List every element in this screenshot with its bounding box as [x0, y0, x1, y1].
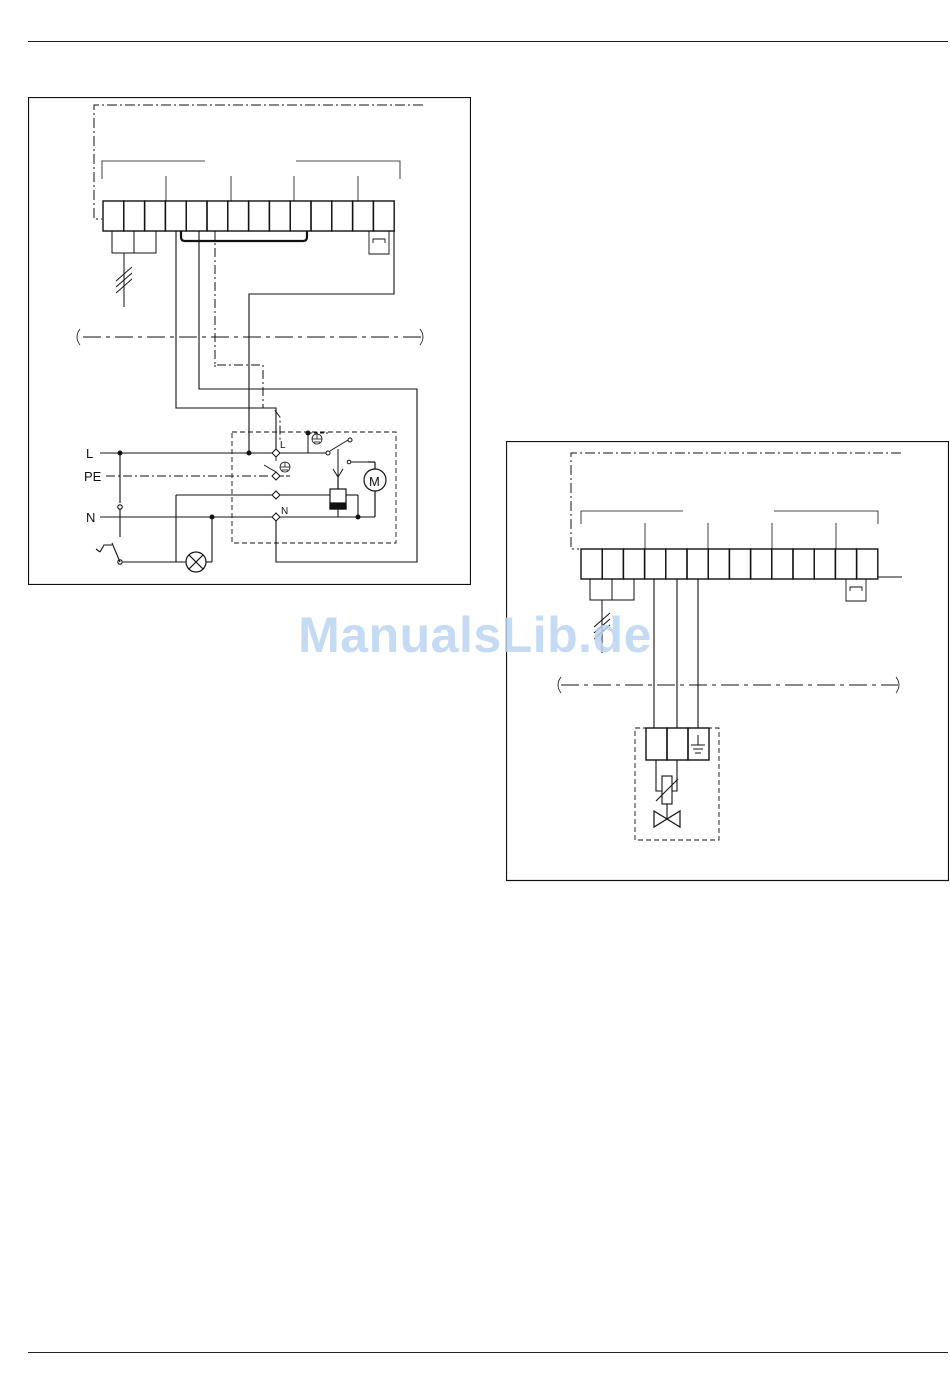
diamond-terminal — [272, 513, 280, 521]
watermark: ManualsLib.de — [0, 606, 950, 664]
terminal-cell — [269, 201, 290, 231]
terminal-cell — [645, 549, 666, 579]
diamond-terminal — [272, 491, 280, 499]
terminal-cell — [835, 549, 856, 579]
lamp-symbol — [186, 552, 206, 572]
terminal-cell — [124, 201, 145, 231]
valve-terminal-block — [646, 728, 709, 760]
motor — [364, 462, 386, 517]
terminal-cell — [311, 201, 332, 231]
plug-connector — [369, 231, 389, 254]
footer-rule — [28, 1352, 948, 1353]
valve-actuator — [654, 760, 680, 827]
diamond-terminal — [272, 449, 280, 457]
plug-connector — [846, 579, 866, 601]
terminal-cell — [332, 201, 353, 231]
earth-symbol — [691, 735, 705, 753]
terminal-cell — [165, 201, 186, 231]
motor-label: M — [369, 474, 380, 489]
terminal-cell — [857, 549, 878, 579]
terminal-cell — [228, 201, 249, 231]
terminal-cell — [290, 201, 311, 231]
line-label-PE: PE — [84, 469, 102, 484]
line-label-N: N — [86, 510, 95, 525]
terminal-cell — [751, 549, 772, 579]
terminal-cell — [373, 201, 394, 231]
pe-wiring — [215, 231, 280, 441]
lamp-circuit — [118, 495, 272, 564]
terminal-strip — [103, 201, 394, 231]
wiring — [176, 231, 417, 562]
terminal-cell — [708, 549, 729, 579]
module-label-L: L — [280, 440, 286, 451]
terminal-cell — [687, 549, 708, 579]
terminal-cell — [186, 201, 207, 231]
terminal-cell — [249, 201, 270, 231]
terminal-cell — [772, 549, 793, 579]
terminal-cell — [353, 201, 374, 231]
terminal-bridge — [181, 231, 307, 241]
terminal-cell — [207, 201, 228, 231]
cable-gland — [112, 231, 156, 307]
wiring-diagram-main: L PE N L — [28, 97, 471, 585]
terminal-group-brackets — [102, 161, 400, 201]
header-rule — [28, 41, 948, 42]
terminal-cell — [602, 549, 623, 579]
relay-coil — [330, 477, 346, 509]
terminal-strip — [581, 549, 878, 579]
line-label-L: L — [86, 446, 93, 461]
terminal-cell — [793, 549, 814, 579]
terminal-cell — [145, 201, 166, 231]
terminal-cell — [103, 201, 124, 231]
terminal-cell — [729, 549, 750, 579]
l-conductor — [100, 451, 274, 509]
terminal-cell — [814, 549, 835, 579]
terminal-group-brackets — [581, 511, 878, 549]
module-label-N: N — [281, 506, 288, 517]
enclosure-boundary — [571, 453, 901, 549]
diamond-terminal — [272, 472, 280, 480]
terminal-cell — [623, 549, 644, 579]
terminal-cell — [666, 549, 687, 579]
terminal-cell — [581, 549, 602, 579]
